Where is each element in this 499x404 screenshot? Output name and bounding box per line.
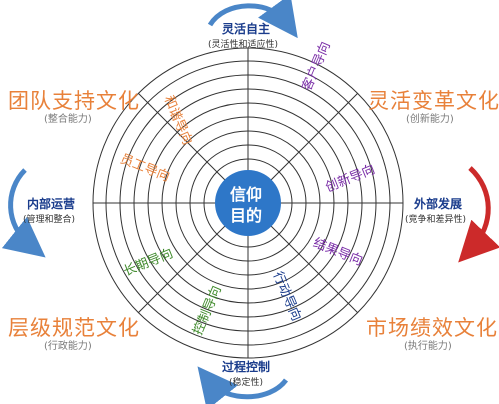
quadrant-top-left-sub: (整合能力) — [44, 114, 92, 125]
axis-bottom-sub: (稳定性) — [229, 378, 264, 388]
center-label-line2: 目的 — [230, 206, 263, 225]
bottom-curved-arrow — [197, 366, 289, 404]
quadrant-top-right-title: 灵活变革文化 — [368, 89, 499, 113]
axis-top-sub: (灵活性和适应性) — [208, 40, 279, 50]
axis-left-sub: (管理和整合) — [23, 215, 76, 225]
quadrant-bottom-right-sub: (执行能力) — [404, 341, 452, 352]
quadrant-top-right-sub: (创新能力) — [406, 114, 454, 125]
quadrant-bottom-right-title: 市场绩效文化 — [366, 316, 498, 340]
quadrant-bottom-left-sub: (行政能力) — [44, 341, 92, 352]
top-curved-arrow — [207, 0, 298, 39]
right-curved-arrow — [458, 166, 499, 263]
left-curved-arrow — [1, 168, 46, 258]
quadrant-bottom-left-title: 层级规范文化 — [8, 316, 140, 340]
center-label-line1: 信仰 — [230, 185, 263, 204]
quadrant-top-left-title: 团队支持文化 — [8, 89, 140, 113]
axis-right-sub: (竞争和差异性) — [405, 215, 467, 225]
axis-right-title: 外部发展 — [414, 197, 463, 211]
axis-left-title: 内部运营 — [27, 197, 76, 211]
axis-bottom-title: 过程控制 — [222, 360, 271, 374]
center-circle — [215, 170, 281, 236]
axis-top-title: 灵活自主 — [222, 22, 271, 36]
